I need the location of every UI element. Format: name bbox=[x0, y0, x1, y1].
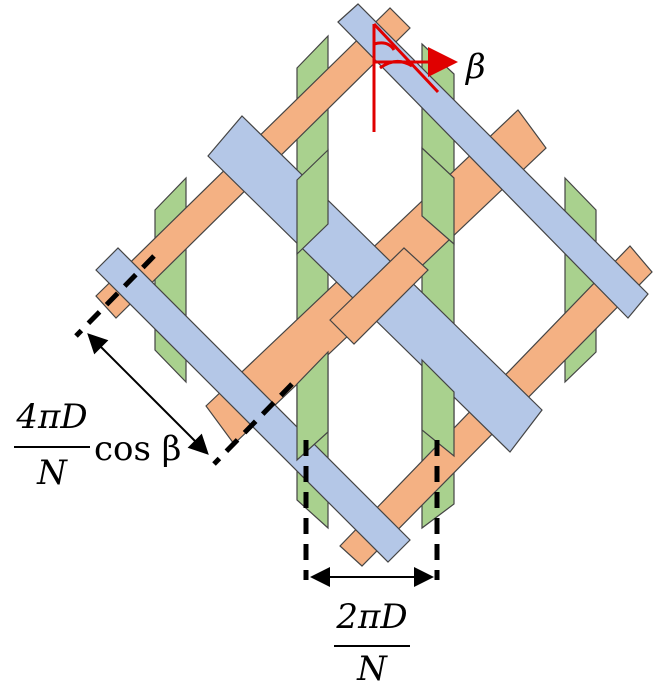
measurement-guides bbox=[74, 254, 440, 580]
guide-dash-diagonal-upper bbox=[74, 254, 156, 338]
axial-spacing-label: 2πD N bbox=[334, 597, 410, 686]
diagonal-spacing-suffix: cos β bbox=[94, 429, 181, 469]
weave-overlaps bbox=[296, 146, 455, 462]
overlap-green-center-right-upper bbox=[421, 146, 455, 246]
overlap-orange-center bbox=[329, 247, 429, 345]
diagonal-spacing-arrow bbox=[87, 333, 209, 455]
axial-spacing-numerator: 2πD bbox=[335, 597, 407, 637]
diagonal-spacing-numerator: 4πD bbox=[15, 397, 87, 437]
overlap-green-center-right-lower bbox=[421, 358, 455, 458]
angle-strand-direction bbox=[372, 22, 440, 94]
braid-angle-marker bbox=[372, 22, 458, 132]
diagonal-spacing-label: 4πD N cos β bbox=[14, 397, 181, 493]
axial-spacing-denominator: N bbox=[356, 649, 388, 686]
guide-dash-diagonal-lower bbox=[212, 382, 294, 466]
angle-arc bbox=[373, 41, 396, 51]
beta-label: β bbox=[464, 47, 486, 87]
angle-arc-lower bbox=[379, 60, 413, 70]
blue-strand-3 bbox=[95, 247, 411, 563]
diagonal-spacing-denominator: N bbox=[36, 453, 68, 493]
blue-strand-1 bbox=[337, 3, 649, 319]
overlap-green-center-left-upper bbox=[296, 148, 329, 256]
dimension-arrows bbox=[87, 333, 434, 587]
overlap-green-center-left-lower bbox=[296, 350, 329, 462]
